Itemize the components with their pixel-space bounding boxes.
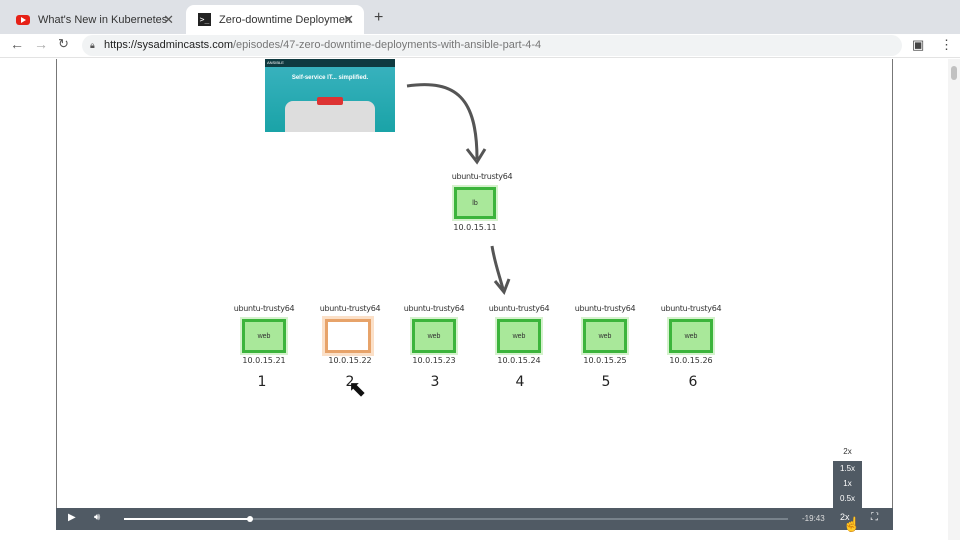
lb-hostname: ubuntu-trusty64: [451, 172, 513, 181]
thumbnail-headline: Self-service IT... simplified.: [291, 75, 369, 81]
web-number: 2: [345, 374, 355, 390]
lb-label: lb: [472, 199, 478, 207]
arrowhead-web: [493, 278, 511, 295]
web-box: web: [583, 319, 627, 353]
progress-played: [124, 518, 251, 520]
url-host: https://sysadmincasts.com: [104, 39, 233, 51]
web-label: web: [684, 332, 698, 340]
clipboard-extension-icon[interactable]: ▣: [912, 37, 925, 52]
lb-ip: 10.0.15.11: [453, 223, 497, 232]
tab-kubernetes[interactable]: What's New in Kubernetes 1.13 ✕: [4, 5, 184, 34]
web-ip: 10.0.15.21: [242, 356, 286, 365]
web-hostname: ubuntu-trusty64: [574, 304, 636, 313]
address-bar[interactable]: 🔒︎ https://sysadmincasts.com/episodes/47…: [82, 35, 902, 56]
web-number: 4: [515, 374, 525, 390]
forward-icon[interactable]: →: [34, 36, 48, 52]
tab-title: What's New in Kubernetes 1.13: [38, 13, 170, 26]
web-box: web: [497, 319, 541, 353]
progress-handle[interactable]: [247, 516, 254, 522]
web-label: web: [512, 332, 526, 340]
thumbnail-brand: ANSIBLE: [265, 59, 395, 67]
page-scrollbar[interactable]: [948, 59, 960, 540]
web-hostname: ubuntu-trusty64: [403, 304, 465, 313]
lock-icon: 🔒︎: [90, 40, 95, 50]
progress-track[interactable]: [124, 516, 788, 522]
reload-icon[interactable]: ↻: [58, 36, 69, 51]
volume-icon[interactable]: 🔊︎: [94, 512, 101, 523]
web-number: 6: [688, 374, 698, 390]
web-box-offline: [325, 319, 371, 353]
thumbnail-button: [317, 97, 343, 105]
arrow-to-web: [490, 245, 505, 290]
web-label: web: [598, 332, 612, 340]
play-icon[interactable]: ▶: [68, 512, 76, 523]
speed-option-1x[interactable]: 1x: [843, 479, 852, 488]
web-ip: 10.0.15.22: [328, 356, 372, 365]
video-player[interactable]: ANSIBLE Self-service IT... simplified. u…: [56, 59, 893, 530]
close-tab-icon[interactable]: ✕: [343, 12, 354, 27]
fullscreen-icon[interactable]: ⛶: [871, 512, 878, 523]
player-controls: ▶ 🔊︎ -19:43 2x ⛶: [56, 508, 893, 530]
web-hostname: ubuntu-trusty64: [233, 304, 295, 313]
terminal-icon: >_: [198, 13, 211, 26]
back-icon[interactable]: ←: [10, 36, 24, 52]
web-ip: 10.0.15.23: [412, 356, 456, 365]
ansible-thumbnail: ANSIBLE Self-service IT... simplified.: [265, 59, 395, 132]
scrollbar-thumb[interactable]: [951, 66, 957, 80]
arrow-to-lb: [406, 83, 479, 160]
diagram-arrows: [406, 83, 511, 295]
tab-title: Zero-downtime Deployments w: [219, 13, 351, 26]
tab-strip: What's New in Kubernetes 1.13 ✕ >_ Zero-…: [0, 0, 960, 34]
web-hostname: ubuntu-trusty64: [488, 304, 550, 313]
web-ip: 10.0.15.24: [497, 356, 541, 365]
thumbnail-machine: [285, 101, 375, 132]
youtube-icon: [16, 14, 30, 25]
web-ip: 10.0.15.25: [583, 356, 627, 365]
web-box: web: [412, 319, 456, 353]
arrowhead-lb: [465, 148, 487, 165]
speed-option-0-5x[interactable]: 0.5x: [839, 494, 856, 503]
web-label: web: [427, 332, 441, 340]
playback-speed-menu: 1.5x 1x 0.5x: [833, 461, 862, 508]
web-ip: 10.0.15.26: [669, 356, 713, 365]
web-box: web: [669, 319, 713, 353]
close-tab-icon[interactable]: ✕: [163, 12, 174, 27]
menu-icon[interactable]: ⋮: [940, 37, 953, 52]
web-number: 3: [430, 374, 440, 390]
time-remaining: -19:43: [802, 514, 825, 523]
hand-cursor-icon: ☝: [843, 516, 861, 532]
web-label: web: [257, 332, 271, 340]
new-tab-button[interactable]: +: [374, 9, 384, 26]
web-number: 1: [257, 374, 267, 390]
speed-option-selected[interactable]: 2x: [843, 447, 852, 456]
tab-zero-downtime[interactable]: >_ Zero-downtime Deployments w ✕: [186, 5, 364, 34]
speed-option-1-5x[interactable]: 1.5x: [839, 464, 856, 473]
lb-node: lb: [454, 187, 496, 219]
web-hostname: ubuntu-trusty64: [319, 304, 381, 313]
web-number: 5: [601, 374, 611, 390]
web-box: web: [242, 319, 286, 353]
web-hostname: ubuntu-trusty64: [660, 304, 722, 313]
speed-button[interactable]: 2x: [840, 512, 850, 522]
browser-toolbar: ← → ↻ 🔒︎ https://sysadmincasts.com/episo…: [0, 34, 960, 58]
url-path: /episodes/47-zero-downtime-deployments-w…: [233, 39, 542, 51]
mouse-cursor-icon: ⬉: [348, 376, 367, 401]
